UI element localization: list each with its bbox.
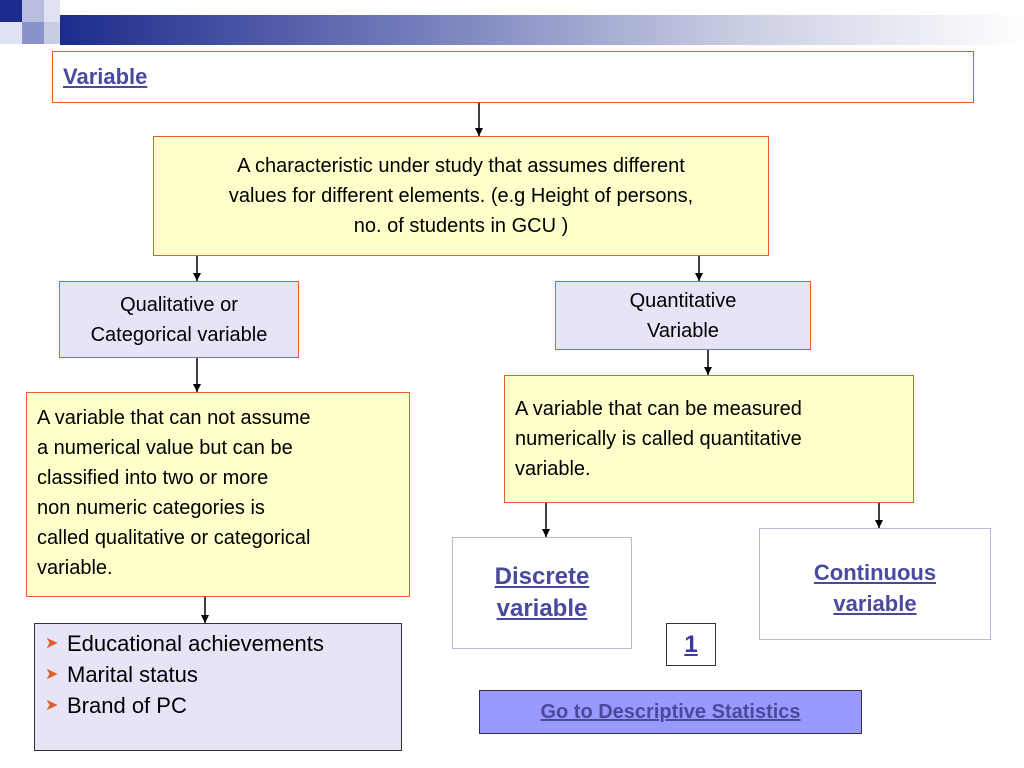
quantitative-definition-line: numerically is called quantitative <box>515 428 802 450</box>
qualitative-label-line: Categorical variable <box>90 323 268 346</box>
arrowhead-icon <box>475 128 483 136</box>
qualitative-definition-line: classified into two or more <box>37 467 269 489</box>
arrowhead-icon <box>193 384 201 392</box>
continuous-variable-link[interactable]: Continuous variable <box>814 557 936 619</box>
list-item: ➤ Marital status <box>45 659 391 690</box>
qualitative-definition-line: called qualitative or categorical <box>37 527 311 549</box>
discrete-link-line: variable <box>496 595 588 622</box>
qualitative-examples-list: ➤ Educational achievements ➤ Marital sta… <box>34 623 402 751</box>
header-decoration <box>0 0 60 44</box>
variable-definition-box: A characteristic under study that assume… <box>153 136 769 256</box>
right-arrow-bullet-icon: ➤ <box>45 697 59 714</box>
list-item: ➤ Educational achievements <box>45 628 391 659</box>
example-text: Educational achievements <box>67 631 324 656</box>
definition-line: no. of students in GCU ) <box>353 215 569 237</box>
quantitative-label-line: Variable <box>647 320 719 342</box>
quantitative-variable-box: Quantitative Variable <box>555 281 811 350</box>
variable-title-link[interactable]: Variable <box>63 64 148 89</box>
qualitative-label-line: Qualitative or <box>120 293 238 316</box>
arrowhead-icon <box>875 520 883 528</box>
discrete-link-line: Discrete <box>494 563 590 590</box>
arrowhead-icon <box>695 273 703 281</box>
list-item: ➤ Brand of PC <box>45 690 391 721</box>
quantitative-definition-box: A variable that can be measured numerica… <box>504 375 914 503</box>
discrete-variable-box: Discrete variable <box>452 537 632 649</box>
example-text: Brand of PC <box>67 693 187 718</box>
arrowhead-icon <box>201 615 209 623</box>
title-box: Variable <box>52 51 974 103</box>
goto-descriptive-statistics-button[interactable]: Go to Descriptive Statistics <box>479 690 862 734</box>
arrowhead-icon <box>704 367 712 375</box>
page-number-box: 1 <box>666 623 716 666</box>
goto-descriptive-statistics-link[interactable]: Go to Descriptive Statistics <box>540 700 801 723</box>
qualitative-definition-box: A variable that can not assume a numeric… <box>26 392 410 597</box>
quantitative-definition-line: variable. <box>515 458 591 480</box>
definition-line: values for different elements. (e.g Heig… <box>228 185 694 207</box>
quantitative-definition-line: A variable that can be measured <box>515 398 802 420</box>
continuous-variable-box: Continuous variable <box>759 528 991 640</box>
definition-line: A characteristic under study that assume… <box>237 155 685 177</box>
qualitative-definition-line: non numeric categories is <box>37 497 265 519</box>
example-text: Marital status <box>67 662 198 687</box>
qualitative-definition-line: A variable that can not assume <box>37 407 311 429</box>
right-arrow-bullet-icon: ➤ <box>45 666 59 683</box>
continuous-link-line: Continuous <box>813 560 937 585</box>
quantitative-label-line: Quantitative <box>629 290 737 312</box>
qualitative-variable-box: Qualitative or Categorical variable <box>59 281 299 358</box>
page-number-link[interactable]: 1 <box>684 630 698 658</box>
arrowhead-icon <box>193 273 201 281</box>
arrowhead-icon <box>542 529 550 537</box>
qualitative-definition-line: a numerical value but can be <box>37 437 293 459</box>
header-gradient-bar <box>60 15 1024 45</box>
discrete-variable-link[interactable]: Discrete variable <box>495 561 590 625</box>
continuous-link-line: variable <box>833 591 917 616</box>
right-arrow-bullet-icon: ➤ <box>45 635 59 652</box>
qualitative-definition-line: variable. <box>37 557 113 579</box>
